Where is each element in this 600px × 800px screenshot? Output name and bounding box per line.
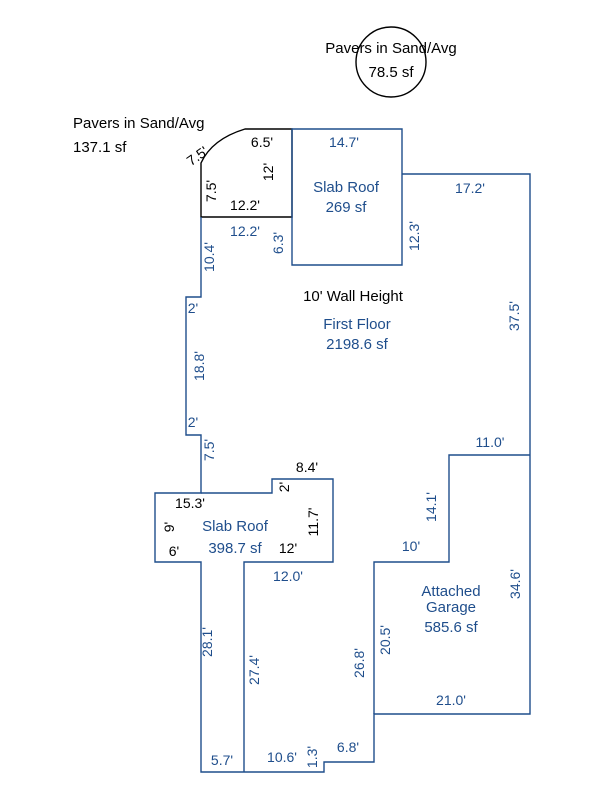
slab-roof-top-label: Slab Roof <box>313 179 380 196</box>
dim-garage-right: 34.6' <box>507 569 523 599</box>
dim-lower-slab-left: 9' <box>161 522 177 532</box>
dim-lower-slab-notch: 2' <box>276 482 292 492</box>
first-floor-label: First Floor <box>323 316 391 333</box>
slab-roof-top-outline <box>291 128 403 266</box>
dim-bottom-left-side: 28.1' <box>199 627 215 657</box>
dim-bottom-seg3: 6.8' <box>337 739 359 755</box>
dim-bottom-jog: 1.3' <box>304 746 320 768</box>
dim-patio-bottom: 12.2' <box>230 197 260 213</box>
dim-bottom-seg1: 5.7' <box>211 752 233 768</box>
dim-slab-right: 12.3' <box>406 221 422 251</box>
dim-jog-upper: 2' <box>188 300 198 316</box>
pavers-patio-size: 137.1 sf <box>73 139 127 156</box>
dim-lower-slab-right: 11.7' <box>305 508 321 537</box>
dim-slab-left: 6.3' <box>270 232 286 254</box>
first-floor-wall-height: 10' Wall Height <box>303 288 404 305</box>
dim-patio-left: 7.5' <box>203 180 219 202</box>
dim-slab-top: 14.7' <box>329 134 359 150</box>
dim-bottom-inner-right: 26.8' <box>351 648 367 678</box>
dim-patio-top: 6.5' <box>251 134 273 150</box>
slab-roof-bottom-outline <box>201 478 334 772</box>
dim-lower-slab-top-right: 8.4' <box>296 459 318 475</box>
pavers-circle-label: Pavers in Sand/Avg <box>325 40 456 57</box>
garage-size: 585.6 sf <box>424 619 478 636</box>
dim-garage-step: 14.1' <box>423 492 439 522</box>
pavers-patio-outline <box>200 128 293 218</box>
dim-left-middle: 18.8' <box>191 351 207 381</box>
dim-bottom-inner-left: 27.4' <box>246 655 262 685</box>
pavers-patio-label: Pavers in Sand/Avg <box>73 115 204 132</box>
dim-left-upper: 10.4' <box>201 242 217 272</box>
dim-lower-slab-bottom-left: 6' <box>169 543 179 559</box>
slab-roof-bottom-size: 398.7 sf <box>208 540 262 557</box>
first-floor-outline <box>154 173 531 773</box>
garage-label-line1: Attached <box>421 583 480 600</box>
pavers-circle-outline <box>355 26 427 98</box>
pavers-circle-size: 78.5 sf <box>368 64 414 81</box>
garage-outline <box>373 454 530 714</box>
dim-bottom-seg2: 10.6' <box>267 749 297 765</box>
dim-lower-slab-inner: 12' <box>279 540 297 556</box>
dim-patio-inner-right: 12' <box>260 163 276 181</box>
dim-floor-top-inner: 12.2' <box>230 223 260 239</box>
slab-roof-bottom-label: Slab Roof <box>202 518 269 535</box>
dim-garage-top: 11.0' <box>476 434 505 450</box>
dim-patio-arc: 7.5' <box>183 143 210 169</box>
dim-garage-inner-top: 10' <box>402 538 420 554</box>
dim-jog-lower: 2' <box>188 414 198 430</box>
dim-right-upper: 37.5' <box>506 301 522 331</box>
dim-garage-bottom: 21.0' <box>436 692 466 708</box>
dim-garage-left: 20.5' <box>377 625 393 655</box>
dim-lower-slab-top-left: 15.3' <box>175 495 205 511</box>
dim-left-lower: 7.5' <box>201 439 217 461</box>
garage-label-line2: Garage <box>426 599 476 616</box>
slab-roof-top-size: 269 sf <box>326 199 368 216</box>
dim-floor-top-right: 17.2' <box>455 180 485 196</box>
first-floor-size: 2198.6 sf <box>326 336 389 353</box>
dim-lower-slab-bottom: 12.0' <box>273 568 303 584</box>
